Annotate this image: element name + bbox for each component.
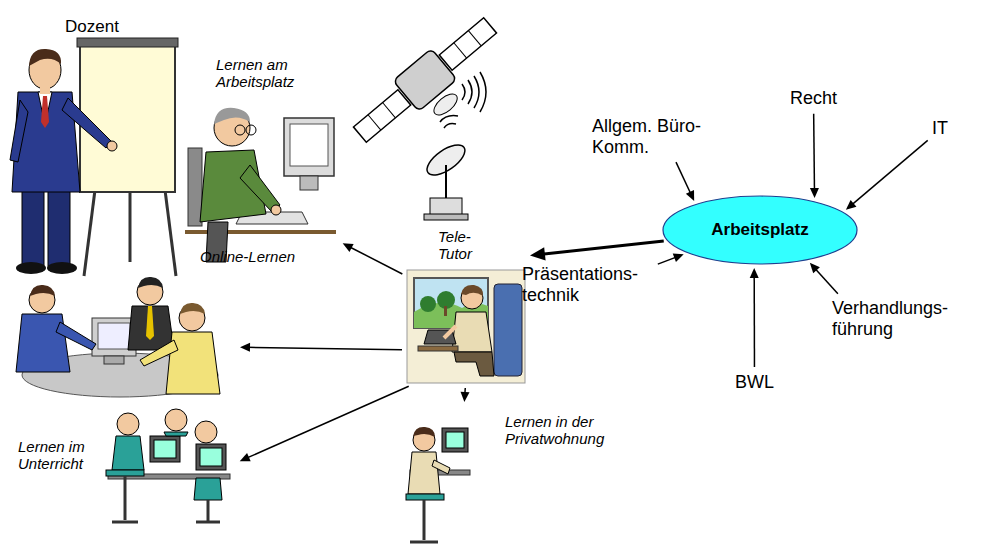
arrow-connector <box>530 241 664 261</box>
picture-node: Lernen im Unterricht <box>12 268 237 530</box>
arrowhead <box>240 453 251 461</box>
connector-line <box>658 257 676 264</box>
arrowhead <box>686 190 694 201</box>
arrow-connector <box>343 243 403 274</box>
arrowhead <box>810 188 819 198</box>
topic-text: Recht <box>790 88 837 109</box>
connector-line <box>813 114 815 190</box>
home-learner-figure <box>406 427 470 542</box>
topic-label: Präsentations- technik <box>520 262 655 307</box>
connector-line <box>852 140 928 204</box>
dish-antenna <box>422 139 470 220</box>
connector-line <box>676 162 691 194</box>
online-learner-figure <box>185 108 336 262</box>
caption-text: Online-Lernen <box>200 248 335 265</box>
picture-node: Lernen am ArbeitsplatzOnline-Lernen <box>180 52 340 274</box>
figure-label: Dozent <box>65 17 119 37</box>
node-title: Arbeitsplatz <box>711 220 808 240</box>
connector-line <box>815 269 838 294</box>
arrowhead <box>750 268 759 278</box>
arrowhead <box>343 243 354 252</box>
arrow-connector <box>810 114 819 198</box>
connector-line <box>248 347 402 349</box>
radio-waves <box>440 72 486 128</box>
arrow-connector <box>658 254 684 265</box>
connector-line <box>542 241 664 254</box>
arrow-connector <box>676 162 694 201</box>
caption-text: Lernen im Unterricht <box>18 438 103 473</box>
topic-label: Allgem. Büro-Komm. <box>590 114 708 159</box>
connector-line <box>247 386 409 458</box>
arrowhead <box>530 247 546 260</box>
arrow-connector <box>810 263 838 294</box>
caption-text: Lernen in der Privatwohnung <box>505 413 630 448</box>
train-learner-figure <box>407 270 525 383</box>
arrowhead <box>240 343 250 352</box>
arrowhead <box>461 392 470 402</box>
connector-line <box>350 247 403 274</box>
picture-node: Lernen in der Privatwohnung <box>400 405 645 553</box>
classroom-figure <box>106 409 230 522</box>
arrow-connector <box>461 388 470 402</box>
arrow-connector <box>240 386 409 461</box>
satellite-figure <box>347 10 515 164</box>
connector-line <box>753 276 755 367</box>
topic-text: BWL <box>735 372 774 393</box>
caption-text: Tele-Tutor <box>438 228 488 263</box>
arrow-connector <box>846 140 928 209</box>
group-figure <box>16 277 220 397</box>
topic-text: Verhandlungs- führung <box>832 298 968 339</box>
arrowhead <box>846 200 857 210</box>
picture-node: Tele-Tutor <box>405 226 527 385</box>
caption-text: Lernen am Arbeitsplatz <box>216 56 311 91</box>
ellipse-shape <box>663 196 857 264</box>
topic-text: Allgem. Büro-Komm. <box>592 116 706 157</box>
arrowhead <box>673 254 684 262</box>
topic-text: IT <box>932 118 948 139</box>
topic-label: Verhandlungs- führung <box>830 296 970 341</box>
topic-label: Recht <box>788 86 839 111</box>
arrow-connector <box>240 343 402 352</box>
workplace-ellipse: Arbeitsplatz <box>662 195 858 265</box>
topic-label: BWL <box>733 370 776 395</box>
topic-label: IT <box>930 116 950 141</box>
arrow-connector <box>750 268 759 367</box>
arrowhead <box>810 263 820 273</box>
topic-text: Präsentations- technik <box>522 264 653 305</box>
lecturer-figure <box>10 38 178 276</box>
